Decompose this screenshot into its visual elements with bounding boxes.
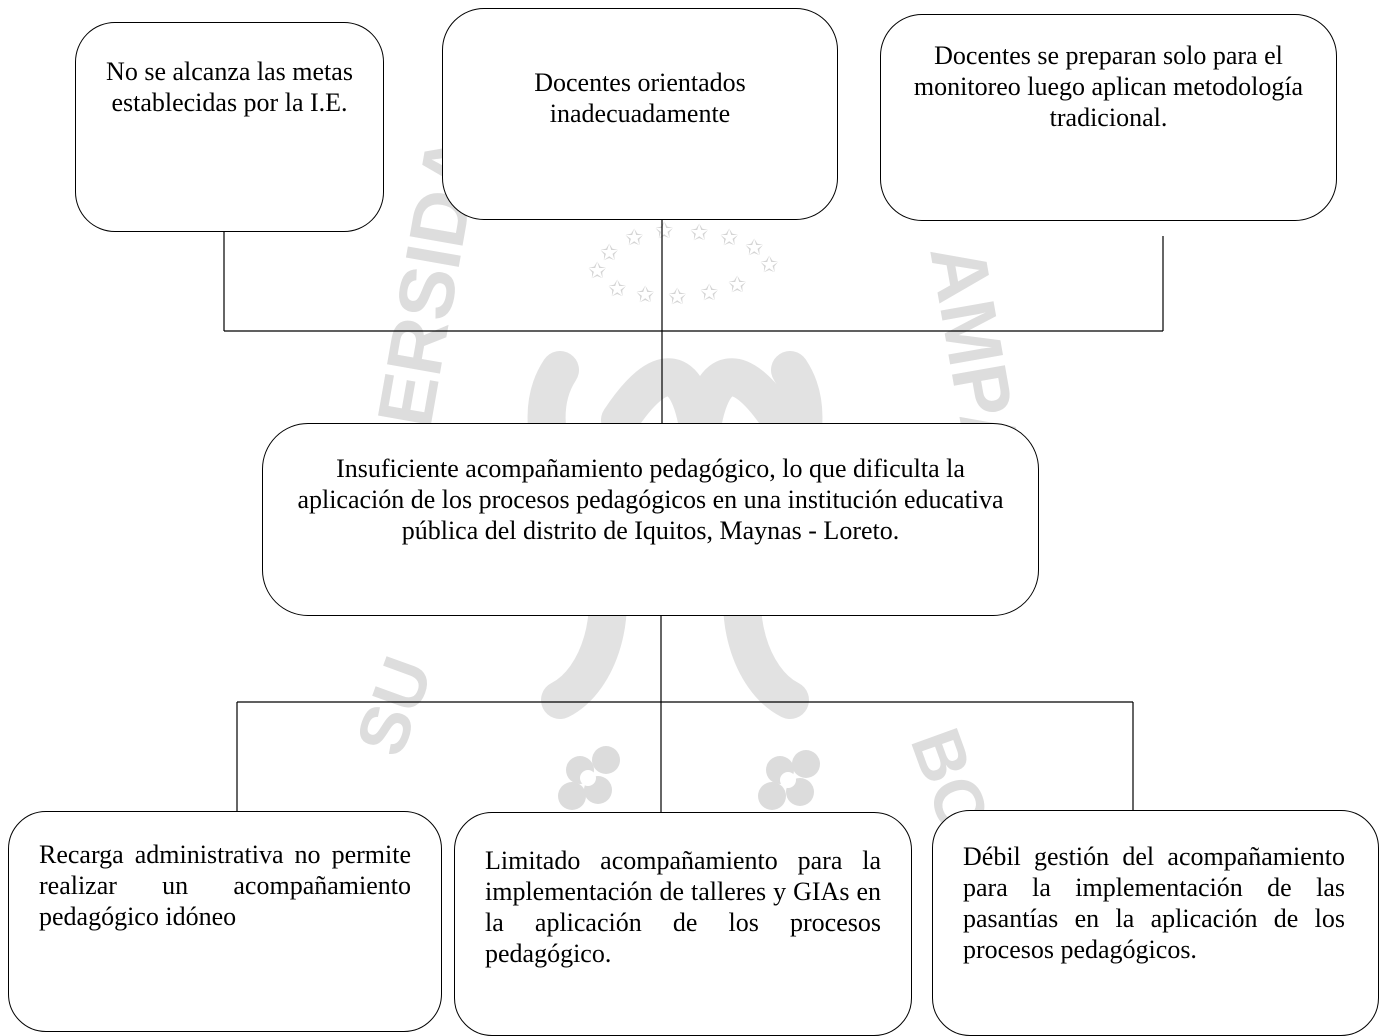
cause-text-2: Limitado acompañamiento para la implemen… [485,846,881,968]
cause-text-3: Débil gestión del acompañamiento para la… [963,842,1345,964]
central-problem-box: Insuficiente acompañamiento pedagógico, … [262,423,1039,616]
effect-box-3: Docentes se preparan solo para el monito… [880,14,1337,221]
cause-box-3: Débil gestión del acompañamiento para la… [932,810,1379,1036]
cause-text-1: Recarga administrativa no permite realiz… [39,840,411,931]
effect-text-1: No se alcanza las metas establecidas por… [106,57,353,117]
effect-box-2: Docentes orientados inadecuadamente [442,8,838,220]
cause-box-1: Recarga administrativa no permite realiz… [8,811,442,1032]
effect-text-2: Docentes orientados inadecuadamente [534,68,746,128]
central-problem-text: Insuficiente acompañamiento pedagógico, … [297,454,1004,545]
effect-box-1: No se alcanza las metas establecidas por… [75,22,384,232]
cause-box-2: Limitado acompañamiento para la implemen… [454,812,912,1036]
effect-text-3: Docentes se preparan solo para el monito… [913,41,1304,132]
